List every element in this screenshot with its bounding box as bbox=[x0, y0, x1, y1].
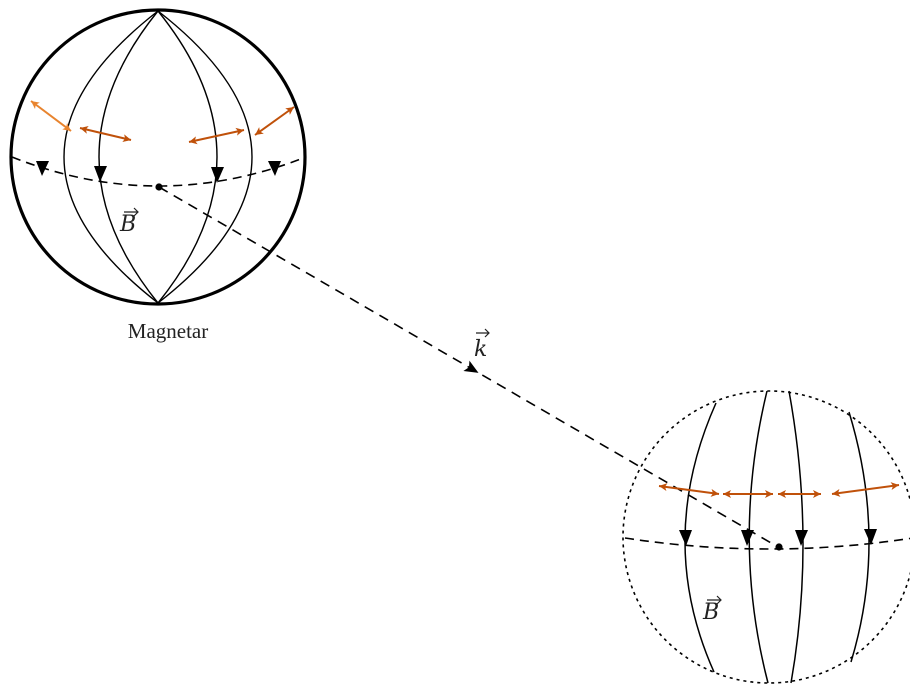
distant-field-label: B bbox=[702, 595, 722, 625]
polarization-arrow bbox=[30, 100, 72, 132]
magnetar-field-label: B bbox=[119, 207, 139, 237]
magnetar-field-lines bbox=[63, 10, 253, 304]
distant-field-lines bbox=[684, 390, 870, 684]
magnetar-sphere: B bbox=[9, 8, 307, 306]
magnetar-field-arrowheads bbox=[36, 161, 281, 183]
polarization-arrow bbox=[254, 106, 295, 136]
wave-vector-line bbox=[158, 186, 779, 548]
polarization-arrow bbox=[658, 483, 720, 497]
distant-center-dot bbox=[775, 543, 783, 551]
polarization-arrow bbox=[188, 127, 245, 145]
field-label-text: B bbox=[119, 212, 136, 237]
magnetar-caption: Magnetar bbox=[128, 319, 208, 343]
field-label-text: B bbox=[702, 600, 719, 625]
distant-field-arrowheads bbox=[679, 529, 877, 546]
magnetar-outline bbox=[9, 8, 307, 306]
polarization-arrow bbox=[79, 125, 132, 143]
polarization-arrow bbox=[831, 482, 900, 497]
wave-vector: k bbox=[158, 186, 779, 548]
distant-sphere: B bbox=[622, 390, 910, 684]
vector-arrow-icon bbox=[124, 207, 139, 217]
wave-vector-arrowhead bbox=[463, 360, 479, 373]
vector-arrow-icon bbox=[476, 328, 490, 338]
vector-arrow-icon bbox=[707, 595, 722, 605]
magnetar-equator bbox=[11, 156, 307, 187]
distant-polarization-arrows bbox=[658, 482, 900, 498]
distant-sphere-outline bbox=[622, 390, 910, 684]
distant-equator bbox=[624, 537, 910, 550]
magnetar-polarization-arrows bbox=[30, 100, 295, 145]
wave-vector-label: k bbox=[474, 337, 487, 362]
